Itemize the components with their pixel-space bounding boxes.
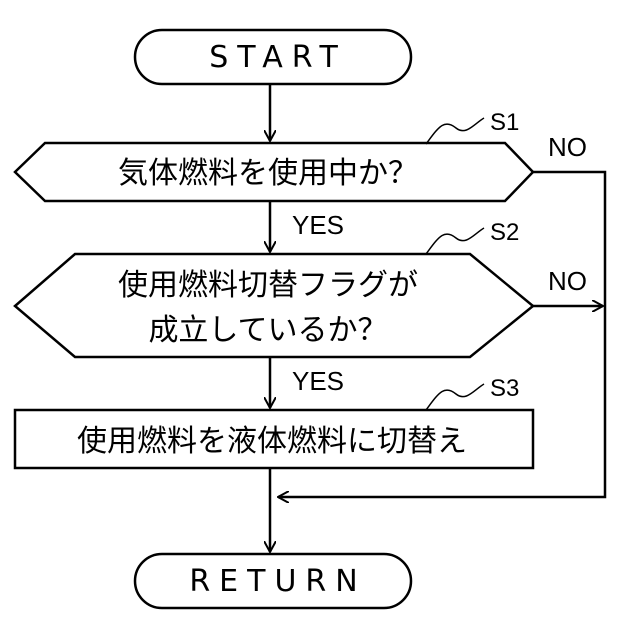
decision-s2: 使用燃料切替フラグが 成立しているか？ bbox=[15, 254, 533, 357]
decision-s1-text: 気体燃料を使用中か？ bbox=[118, 156, 418, 191]
decision-s1: 気体燃料を使用中か？ bbox=[15, 143, 533, 201]
s2-no-label: NO bbox=[548, 266, 587, 296]
s2-step-leader bbox=[426, 228, 484, 254]
decision-s2-text-line1: 使用燃料切替フラグが bbox=[118, 268, 418, 303]
start-terminal: START bbox=[135, 30, 411, 84]
s2-step-label: S2 bbox=[490, 219, 519, 246]
s1-step-label: S1 bbox=[490, 109, 519, 136]
s3-step-label: S3 bbox=[490, 375, 519, 402]
s1-step-leader bbox=[426, 118, 484, 144]
process-s3-text: 使用燃料を液体燃料に切替え bbox=[77, 424, 467, 459]
decision-s2-text-line2: 成立しているか？ bbox=[148, 313, 387, 348]
start-label: START bbox=[209, 40, 347, 75]
s1-no-label: NO bbox=[548, 132, 587, 162]
s1-yes-label: YES bbox=[292, 210, 344, 240]
return-label: RETURN bbox=[189, 564, 366, 599]
s2-yes-label: YES bbox=[292, 366, 344, 396]
process-s3: 使用燃料を液体燃料に切替え bbox=[15, 410, 533, 468]
return-terminal: RETURN bbox=[135, 554, 411, 608]
s3-step-leader bbox=[426, 384, 484, 410]
